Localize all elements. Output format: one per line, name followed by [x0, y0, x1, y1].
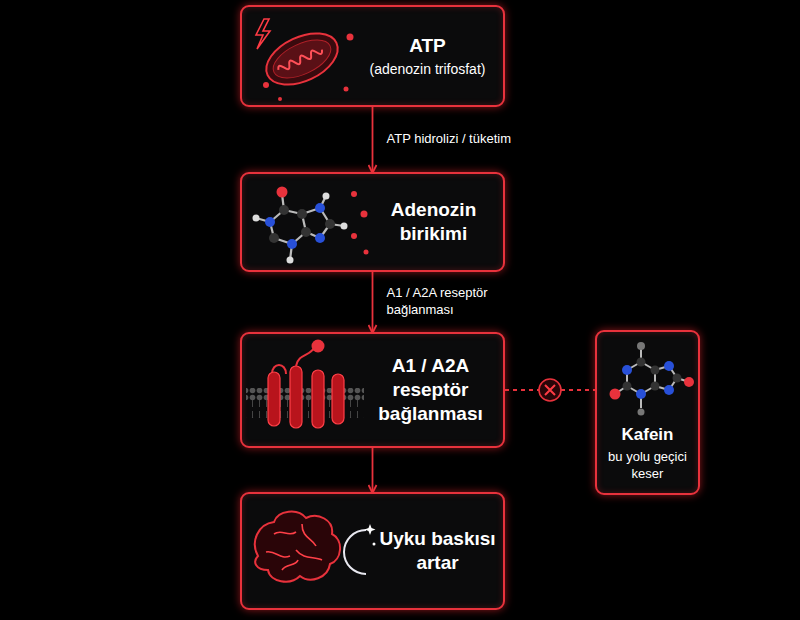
text-area: Adenozin birikimi [372, 180, 495, 264]
flow-arrow [372, 107, 374, 172]
node-title: Kafein [622, 424, 674, 445]
process-box: A1 / A2A reseptör bağlanması [240, 332, 505, 448]
node-title: Uyku baskısı artar [378, 527, 497, 575]
process-box: Adenozin birikimi [240, 172, 505, 272]
text-area: A1 / A2A reseptör bağlanması [364, 340, 497, 440]
flow-arrow [372, 272, 374, 332]
process-box: ATP (adenozin trifosfat) [240, 5, 505, 107]
edge-label: ATP hidrolizi / tüketim [387, 131, 512, 148]
node-title: ATP [409, 34, 446, 58]
brain-illustration [242, 494, 503, 608]
mito-illustration [242, 7, 503, 105]
block-cross [545, 385, 555, 395]
text-area: ATP (adenozin trifosfat) [360, 13, 495, 99]
adeno-illustration [242, 174, 503, 270]
node-subtitle: (adenozin trifosfat) [370, 60, 486, 78]
text-area: Uyku baskısı artar [378, 500, 497, 602]
node-subtitle: bu yolu geçici keser [601, 449, 694, 483]
node-title: Adenozin birikimi [372, 198, 495, 246]
node-title: A1 / A2A reseptör bağlanması [364, 354, 497, 425]
flow-arrow [372, 448, 374, 492]
inhibitor-box: Kafein bu yolu geçici keser [595, 330, 700, 495]
block-circle [539, 379, 561, 401]
edge-label: A1 / A2A reseptör bağlanması [387, 285, 537, 319]
text-area: Kafein bu yolu geçici keser [601, 420, 694, 487]
process-box: Uyku baskısı artar [240, 492, 505, 610]
